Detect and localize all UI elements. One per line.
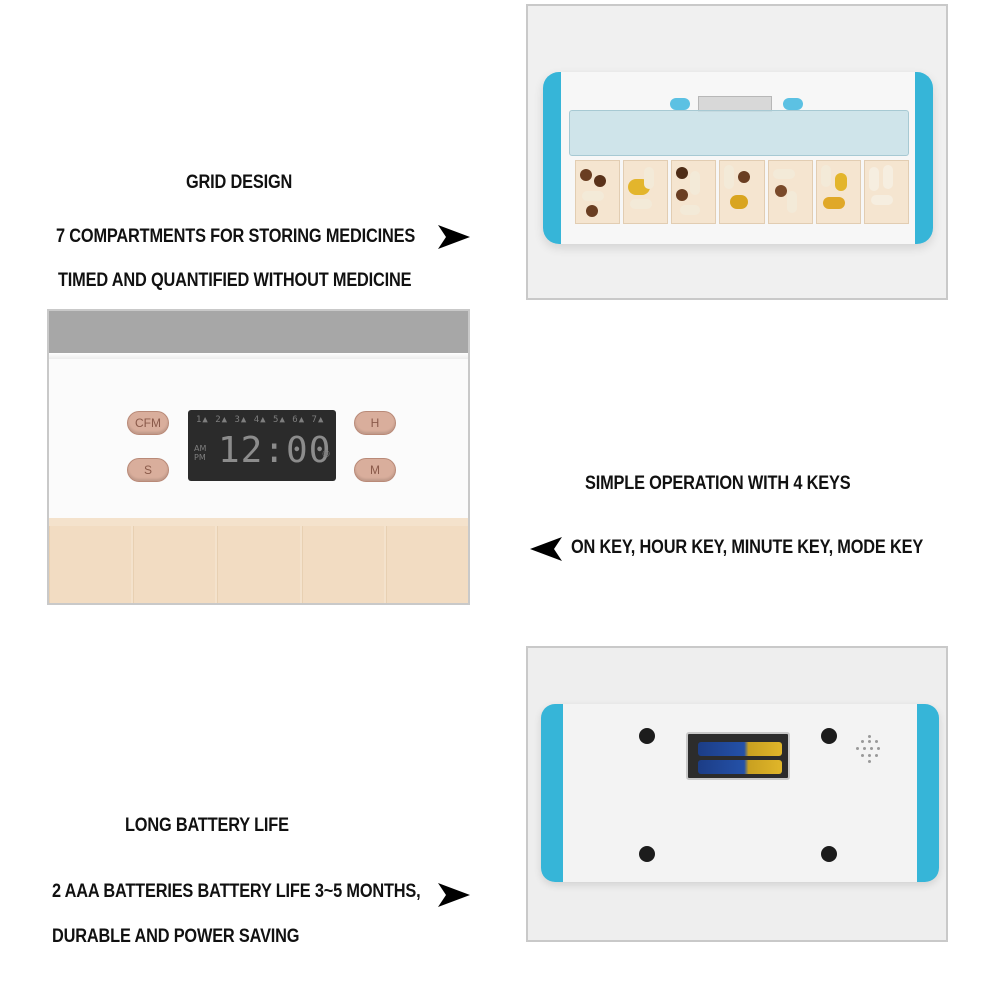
compartment-row: [575, 160, 909, 224]
pillbox-mini-button-left: [670, 98, 690, 110]
compartment: [671, 160, 717, 224]
lcd-display: 1▲ 2▲ 3▲ 4▲ 5▲ 6▲ 7▲ AM PM 12:00 ◉: [188, 410, 336, 481]
pillbox-endcap-right: [915, 72, 933, 244]
cfm-key-button[interactable]: CFM: [127, 411, 169, 435]
lcd-day-indicators: 1▲ 2▲ 3▲ 4▲ 5▲ 6▲ 7▲: [196, 415, 325, 425]
speaker-grille-icon: [855, 734, 885, 764]
keys-line-1: ON KEY, HOUR KEY, MINUTE KEY, MODE KEY: [571, 537, 924, 558]
h-key-button[interactable]: H: [354, 411, 396, 435]
battery-line-2: DURABLE AND POWER SAVING: [52, 926, 300, 947]
rubber-foot: [821, 846, 837, 862]
compartment: [575, 160, 621, 224]
grid-design-line-2: TIMED AND QUANTIFIED WITHOUT MEDICINE: [58, 270, 412, 291]
battery-icon: [698, 760, 782, 774]
compartment: [767, 160, 813, 224]
pillbox-back: [541, 704, 939, 882]
lcd-am: AM: [194, 444, 207, 453]
compartment: [863, 160, 909, 224]
compartment-strip: [49, 518, 468, 603]
compartment-slot: [217, 526, 300, 603]
back-endcap-left: [541, 704, 563, 882]
grid-design-line-1: 7 COMPARTMENTS FOR STORING MEDICINES: [56, 226, 416, 247]
arrow-right-icon: [438, 225, 470, 249]
m-key-button[interactable]: M: [354, 458, 396, 482]
display-closeup-photo: CFM S H M 1▲ 2▲ 3▲ 4▲ 5▲ 6▲ 7▲ AM PM 12:…: [47, 309, 470, 605]
compartment-slot: [385, 526, 468, 603]
lcd-time: 12:00: [218, 430, 332, 471]
grid-design-heading: GRID DESIGN: [186, 172, 293, 193]
battery-compartment: [686, 732, 790, 780]
lcd-ampm: AM PM: [194, 444, 206, 462]
compartment-slot: [133, 526, 216, 603]
compartment-slot: [49, 526, 132, 603]
compartment: [815, 160, 861, 224]
lid-top-band: [49, 311, 468, 353]
pillbox-endcap-left: [543, 72, 561, 244]
compartment: [623, 160, 669, 224]
compartment-slot: [301, 526, 384, 603]
rubber-foot: [639, 846, 655, 862]
battery-line-1: 2 AAA BATTERIES BATTERY LIFE 3~5 MONTHS,: [52, 881, 421, 902]
keys-heading: SIMPLE OPERATION WITH 4 KEYS: [585, 473, 851, 494]
rubber-foot: [639, 728, 655, 744]
battery-heading: LONG BATTERY LIFE: [125, 815, 289, 836]
rubber-foot: [821, 728, 837, 744]
compartment: [719, 160, 765, 224]
back-endcap-right: [917, 704, 939, 882]
s-key-button[interactable]: S: [127, 458, 169, 482]
pillbox-open-photo: [526, 4, 948, 300]
lcd-pm: PM: [194, 453, 206, 462]
arrow-left-icon: [530, 537, 562, 561]
pillbox-body: [543, 72, 933, 244]
pillbox-lid: [569, 110, 909, 156]
pillbox-mini-button-right: [783, 98, 803, 110]
battery-back-photo: [526, 646, 948, 942]
arrow-right-icon-2: [438, 883, 470, 907]
battery-icon: [698, 742, 782, 756]
alarm-bell-icon: ◉: [322, 448, 330, 458]
